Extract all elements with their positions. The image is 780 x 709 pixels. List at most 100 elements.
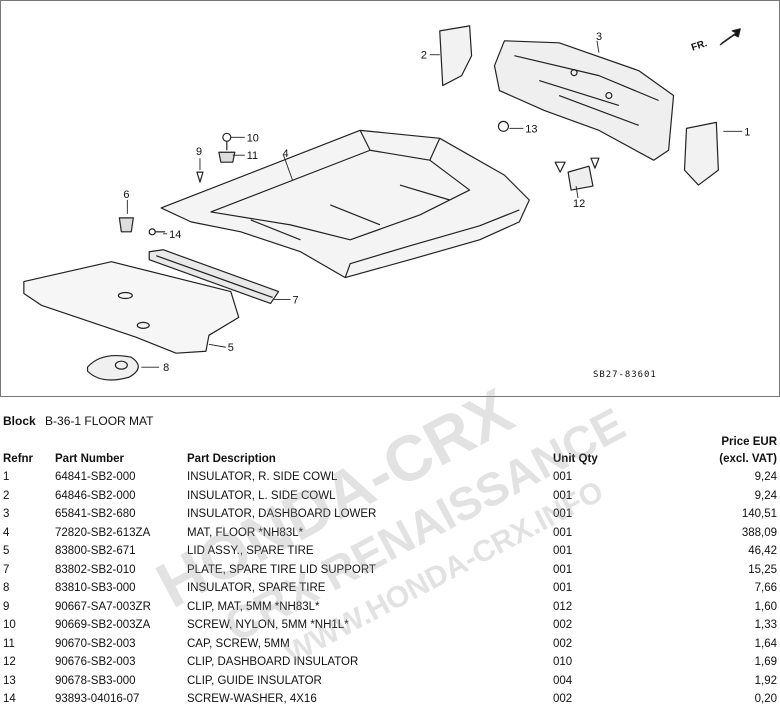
cell-unit-qty: 001 bbox=[553, 526, 573, 539]
header-price-line1: Price EUR bbox=[721, 436, 777, 448]
cell-price: 15,25 bbox=[748, 563, 777, 576]
cell-description: INSULATOR, SPARE TIRE bbox=[187, 582, 326, 595]
cell-description: INSULATOR, R. SIDE COWL bbox=[187, 471, 338, 484]
cell-part-number: 65841-SB2-680 bbox=[55, 508, 136, 521]
header-refnr: Refnr bbox=[3, 453, 34, 465]
cell-refnr: 12 bbox=[3, 656, 16, 669]
cell-part-number: 83810-SB3-000 bbox=[55, 582, 136, 595]
cell-unit-qty: 002 bbox=[553, 637, 573, 650]
callout-4: 4 bbox=[283, 148, 289, 160]
header-price: Price EUR (excl. VAT) bbox=[616, 434, 780, 468]
cell-part-number: 90667-SA7-003ZR bbox=[55, 600, 151, 613]
cell-unit-qty: 012 bbox=[553, 600, 573, 613]
cell-refnr: 9 bbox=[3, 600, 10, 613]
cell-price: 46,42 bbox=[748, 545, 777, 558]
cell-description: MAT, FLOOR *NH83L* bbox=[187, 526, 304, 539]
cell-description: INSULATOR, L. SIDE COWL bbox=[187, 489, 336, 502]
cell-part-number: 90678-SB3-000 bbox=[55, 674, 136, 687]
cell-price: 7,66 bbox=[754, 582, 777, 595]
callout-9: 9 bbox=[196, 146, 202, 158]
callout-13: 13 bbox=[525, 123, 537, 135]
cell-unit-qty: 001 bbox=[553, 582, 573, 595]
dashboard-insulator-drawing bbox=[493, 40, 675, 161]
cell-refnr: 5 bbox=[3, 545, 10, 558]
block-name: B-36-1 FLOOR MAT bbox=[45, 414, 154, 428]
cell-unit-qty: 004 bbox=[553, 674, 573, 687]
cell-description: CLIP, MAT, 5MM *NH83L* bbox=[187, 600, 320, 613]
spare-tire-insulator-drawing bbox=[86, 354, 139, 381]
cell-refnr: 8 bbox=[3, 582, 10, 595]
parts-table: Refnr Part Number Part Description Unit … bbox=[0, 434, 780, 709]
cell-refnr: 10 bbox=[3, 619, 16, 632]
cell-description: CLIP, DASHBOARD INSULATOR bbox=[187, 656, 359, 669]
table-row: 9 90667-SA7-003ZR CLIP, MAT, 5MM *NH83L* 01… bbox=[0, 598, 780, 617]
cell-description: SCREW-WASHER, 4X16 bbox=[187, 693, 317, 706]
block-label: Block bbox=[3, 414, 36, 428]
cell-unit-qty: 002 bbox=[553, 693, 573, 706]
cell-price: 1,69 bbox=[754, 656, 777, 669]
block-title: Block B-36-1 FLOOR MAT bbox=[3, 414, 154, 428]
cell-price: 1,60 bbox=[754, 600, 777, 613]
cell-description: CLIP, GUIDE INSULATOR bbox=[187, 674, 322, 687]
callout-11: 11 bbox=[247, 150, 258, 162]
callout-10: 10 bbox=[247, 132, 259, 144]
exploded-view-drawing: 1 2 3 4 5 6 7 8 9 10 11 12 13 14 FR. SB2… bbox=[23, 25, 750, 381]
front-direction-arrow-icon bbox=[719, 28, 741, 46]
cell-price: 1,64 bbox=[754, 637, 777, 650]
callout-7: 7 bbox=[292, 294, 298, 306]
cell-unit-qty: 001 bbox=[553, 471, 573, 484]
spare-tire-lid-drawing bbox=[23, 261, 240, 354]
cell-description: PLATE, SPARE TIRE LID SUPPORT bbox=[187, 563, 376, 576]
cell-refnr: 4 bbox=[3, 526, 10, 539]
cell-refnr: 7 bbox=[3, 563, 10, 576]
cell-unit-qty: 001 bbox=[553, 508, 573, 521]
side-cowl-insulators-drawing bbox=[439, 25, 719, 186]
cell-part-number: 90676-SB2-003 bbox=[55, 656, 136, 669]
cell-refnr: 11 bbox=[3, 637, 15, 650]
cell-unit-qty: 001 bbox=[553, 545, 573, 558]
cell-part-number: 90669-SB2-003ZA bbox=[55, 619, 151, 632]
table-header-row: Refnr Part Number Part Description Unit … bbox=[0, 434, 780, 468]
diagram-code: SB27-83601 bbox=[593, 370, 657, 380]
callout-1: 1 bbox=[744, 126, 750, 138]
callout-2: 2 bbox=[421, 50, 427, 62]
header-part-number: Part Number bbox=[55, 453, 125, 465]
table-row: 7 83802-SB2-010 PLATE, SPARE TIRE LID SUPP… bbox=[0, 561, 780, 580]
cell-refnr: 3 bbox=[3, 508, 10, 521]
table-row: 12 90676-SB2-003 CLIP, DASHBOARD INSULATOR… bbox=[0, 653, 780, 672]
callout-6: 6 bbox=[123, 189, 129, 201]
header-unit-qty: Unit Qty bbox=[553, 453, 598, 465]
cell-part-number: 83802-SB2-010 bbox=[55, 563, 136, 576]
table-row: 3 65841-SB2-680 INSULATOR, DASHBOARD LOWER… bbox=[0, 505, 780, 524]
cell-price: 388,09 bbox=[741, 526, 777, 539]
front-direction-label: FR. bbox=[690, 38, 709, 53]
leader-lines bbox=[126, 40, 743, 368]
cell-price: 140,51 bbox=[741, 508, 777, 521]
cell-unit-qty: 010 bbox=[553, 656, 573, 669]
table-row: 13 90678-SB3-000 CLIP, GUIDE INSULATOR 004 1… bbox=[0, 672, 780, 691]
header-price-line2: (excl. VAT) bbox=[719, 453, 777, 465]
table-row: 2 64846-SB2-000 INSULATOR, L. SIDE COWL 001… bbox=[0, 487, 780, 506]
cell-part-number: 93893-04016-07 bbox=[55, 693, 140, 706]
cell-price: 1,92 bbox=[754, 674, 777, 687]
cell-refnr: 1 bbox=[3, 471, 10, 484]
support-plate-drawing bbox=[148, 249, 280, 305]
cell-refnr: 14 bbox=[3, 693, 16, 706]
callout-5: 5 bbox=[228, 342, 234, 354]
cell-unit-qty: 001 bbox=[553, 489, 573, 502]
cell-unit-qty: 001 bbox=[553, 563, 573, 576]
cell-description: INSULATOR, DASHBOARD LOWER bbox=[187, 508, 377, 521]
callout-3: 3 bbox=[596, 31, 602, 43]
callout-12: 12 bbox=[573, 198, 585, 210]
header-description: Part Description bbox=[187, 453, 276, 465]
parts-diagram: 1 2 3 4 5 6 7 8 9 10 11 12 13 14 FR. SB2… bbox=[0, 0, 780, 397]
cell-part-number: 64846-SB2-000 bbox=[55, 489, 136, 502]
table-row: 8 83810-SB3-000 INSULATOR, SPARE TIRE 001 7,… bbox=[0, 579, 780, 598]
cell-refnr: 2 bbox=[3, 489, 10, 502]
callout-14: 14 bbox=[169, 229, 181, 241]
cell-refnr: 13 bbox=[3, 674, 16, 687]
